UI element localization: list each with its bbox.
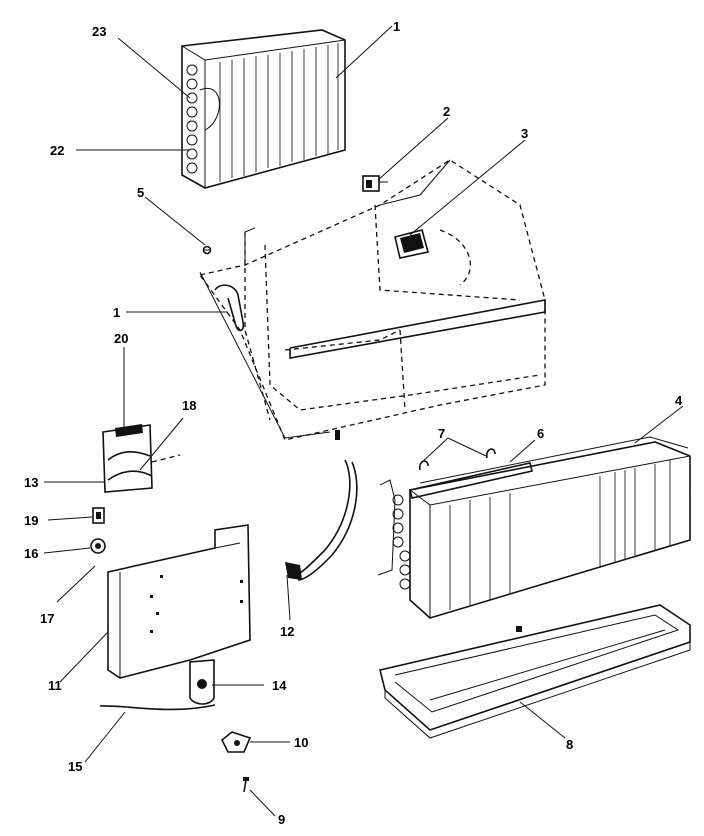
callout-20: 20 [114, 331, 128, 346]
thermostat-knob [90, 538, 106, 554]
callout-12: 12 [280, 624, 294, 639]
callout-4: 4 [675, 393, 683, 408]
screw [202, 245, 212, 255]
callout-15: 15 [68, 759, 82, 774]
chassis-base-pan [199, 159, 546, 441]
evaporator-coil [377, 436, 691, 619]
callout-10: 10 [294, 735, 308, 750]
callout-8: 8 [566, 737, 573, 752]
wire-harness [285, 459, 358, 581]
callout-17: 17 [40, 611, 54, 626]
callout-5: 5 [137, 185, 144, 200]
callout-23: 23 [92, 24, 106, 39]
callout-1-tube: 1 [113, 305, 120, 320]
callout-14: 14 [272, 678, 287, 693]
rotary-switch [362, 175, 388, 192]
callout-7: 7 [438, 426, 445, 441]
callout-9: 9 [278, 812, 285, 827]
thermostat [220, 731, 252, 753]
control-panel [107, 524, 251, 679]
callout-labels: 1 23 22 2 3 5 1 20 18 4 7 6 13 19 16 17 … [24, 19, 683, 827]
callout-11: 11 [48, 678, 62, 693]
control-knob [92, 507, 105, 524]
drain-pan [379, 604, 691, 739]
callout-3: 3 [521, 126, 528, 141]
callout-6: 6 [537, 426, 544, 441]
callout-22: 22 [50, 143, 64, 158]
callout-18: 18 [182, 398, 196, 413]
foam-strip [409, 462, 533, 499]
callout-2: 2 [443, 104, 450, 119]
callout-16: 16 [24, 546, 38, 561]
mounting-bracket [189, 659, 215, 705]
leader-lines [43, 25, 684, 817]
coil-clips [418, 448, 496, 471]
power-cord [99, 704, 216, 711]
small-screw [243, 777, 249, 793]
drain-tube [214, 284, 245, 332]
condenser-coil [181, 29, 346, 189]
callout-1-coil: 1 [393, 19, 400, 34]
callout-13: 13 [24, 475, 38, 490]
control-box [102, 424, 181, 493]
callout-19: 19 [24, 513, 38, 528]
